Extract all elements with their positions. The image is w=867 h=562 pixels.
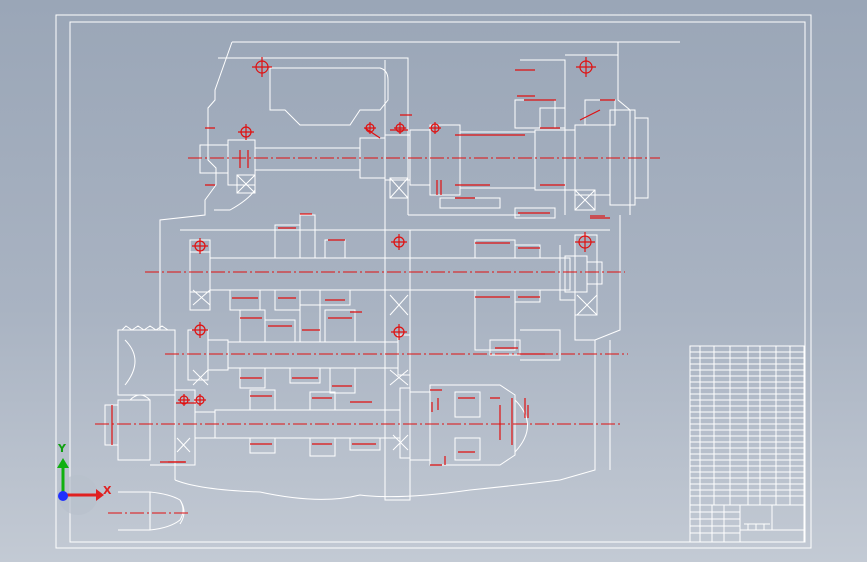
centerlines <box>95 157 660 514</box>
x-axis-label: X <box>103 484 112 497</box>
sheet-outer-border <box>55 14 812 549</box>
y-axis-label: Y <box>58 442 66 455</box>
reference-marks <box>111 57 615 466</box>
coordinate-triad <box>57 458 104 515</box>
sheet-inner-border <box>69 21 806 543</box>
title-block <box>689 345 805 543</box>
gear-rack <box>117 325 176 401</box>
shaft-bottom <box>104 384 528 466</box>
shaft-top <box>199 99 649 219</box>
bottom-stub <box>118 491 185 531</box>
bearing-symbols <box>176 174 598 453</box>
shaft-3 <box>187 304 561 394</box>
